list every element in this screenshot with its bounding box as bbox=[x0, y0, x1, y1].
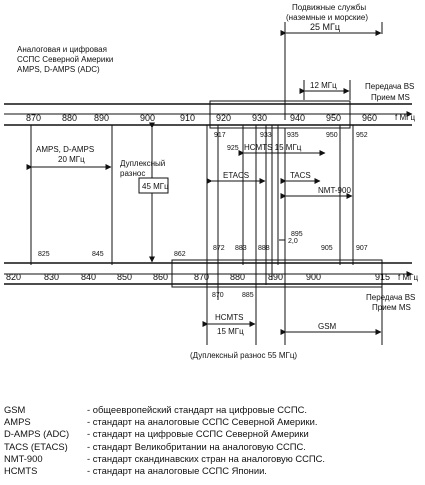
bottom-tick-840: 840 bbox=[81, 272, 96, 282]
legend-row: NMT-900 - стандарт скандинавских стран н… bbox=[4, 453, 422, 465]
mark-872: 872 bbox=[213, 245, 225, 252]
hcmts-lower-label-1: HCMTS bbox=[215, 313, 243, 322]
legend-abbr: TACS (ETACS) bbox=[4, 440, 68, 452]
ms-rx-bottom: Прием MS bbox=[372, 303, 411, 312]
bottom-frequency-scale: f МГц 820 830 840 850 860 870 880 890 90… bbox=[4, 259, 418, 288]
top-tick-910: 910 bbox=[180, 113, 195, 123]
top-tick-930: 930 bbox=[252, 113, 267, 123]
top-tick-940: 940 bbox=[290, 113, 305, 123]
mark-950: 950 bbox=[326, 132, 338, 139]
legend-row: HCMTS - стандарт на аналоговые ССПС Япон… bbox=[4, 465, 422, 477]
bottom-tick-860: 860 bbox=[153, 272, 168, 282]
bottom-tick-830: 830 bbox=[44, 272, 59, 282]
two-mhz-label: 2,0 bbox=[288, 238, 298, 245]
analog-digital-label-3: AMPS, D-AMPS (ADC) bbox=[17, 65, 100, 74]
bottom-tick-850: 850 bbox=[117, 272, 132, 282]
legend-desc: - стандарт на аналоговые ССПС Северной А… bbox=[87, 416, 318, 428]
duplex-45-box bbox=[138, 177, 169, 194]
legend-desc: - стандарт на цифровые ССПС Северной Аме… bbox=[87, 428, 309, 440]
legend-desc: - стандарт Великобритании на аналоговую … bbox=[87, 440, 306, 452]
bs-tx-bottom: Передача BS bbox=[366, 293, 415, 302]
legend-abbr: NMT-900 bbox=[4, 452, 43, 464]
analog-digital-label-1: Аналоговая и цифровая bbox=[17, 45, 107, 54]
legend-row: TACS (ETACS) - стандарт Великобритании н… bbox=[4, 441, 422, 453]
top-tick-920: 920 bbox=[216, 113, 231, 123]
legend-desc: - общеевропейский стандарт на цифровые С… bbox=[87, 404, 307, 415]
top-tick-890: 890 bbox=[94, 113, 109, 123]
mark-952: 952 bbox=[356, 132, 368, 139]
legend-abbr: GSM bbox=[4, 404, 26, 415]
bottom-tick-890: 890 bbox=[268, 272, 283, 282]
amps-label-1: AMPS, D-AMPS bbox=[36, 145, 94, 154]
bottom-tick-870: 870 bbox=[194, 272, 209, 282]
bs-tx-top: Передача BS bbox=[365, 82, 414, 91]
top-tick-870: 870 bbox=[26, 113, 41, 123]
bottom-tick-900: 900 bbox=[306, 272, 321, 282]
bottom-tick-915: 915 bbox=[375, 272, 390, 282]
duplex-label-1: Дуплексный bbox=[120, 159, 165, 168]
hcmts-upper-label: HCMTS 15 МГц bbox=[244, 143, 302, 152]
top-tick-960: 960 bbox=[362, 113, 377, 123]
legend-abbr: D-AMPS (ADC) bbox=[4, 428, 70, 440]
legend-abbr: HCMTS bbox=[4, 465, 38, 477]
duplex-label-2: разнос bbox=[120, 169, 145, 178]
mobile-services-bandwidth: 25 МГц bbox=[310, 22, 340, 32]
mark-935: 935 bbox=[287, 132, 299, 139]
nmt-label: NMT-900 bbox=[318, 186, 351, 195]
mark-907: 907 bbox=[356, 245, 368, 252]
bottom-f-mhz: f МГц bbox=[398, 273, 418, 282]
top-tick-900: 900 bbox=[140, 113, 155, 123]
bottom-tick-880: 880 bbox=[230, 272, 245, 282]
mark-895: 895 bbox=[291, 231, 303, 238]
mobile-services-label-1: Подвижные службы bbox=[292, 3, 366, 12]
legend: GSM - общеевропейский стандарт на цифров… bbox=[4, 404, 422, 477]
duplex-45-label: 45 МГц bbox=[142, 182, 169, 191]
top-tick-880: 880 bbox=[62, 113, 77, 123]
ms-rx-top: Прием MS bbox=[371, 93, 410, 102]
mark-933: 933 bbox=[260, 132, 272, 139]
legend-row: D-AMPS (ADC) - стандарт на цифровые ССПС… bbox=[4, 428, 422, 440]
tacs-label: TACS bbox=[290, 171, 311, 180]
mark-917: 917 bbox=[214, 132, 226, 139]
analog-digital-label-2: ССПС Северной Америки bbox=[17, 55, 113, 64]
duplex-55-label: (Дуплексный разнос 55 МГц) bbox=[190, 351, 297, 360]
etacs-label: ETACS bbox=[223, 171, 249, 180]
mobile-services-label-2: (наземные и морские) bbox=[286, 13, 368, 22]
bw12-label: 12 МГц bbox=[310, 81, 337, 90]
mark-870: 870 bbox=[212, 292, 224, 299]
mark-888: 888 bbox=[258, 245, 270, 252]
amps-label-2: 20 МГц bbox=[58, 155, 85, 164]
top-f-mhz: f МГц bbox=[395, 113, 415, 122]
legend-desc: - стандарт скандинавских стран на аналог… bbox=[87, 452, 326, 464]
mark-905: 905 bbox=[321, 245, 333, 252]
mark-883: 883 bbox=[235, 245, 247, 252]
legend-abbr: AMPS bbox=[4, 416, 31, 428]
mark-845: 845 bbox=[92, 251, 104, 258]
top-frequency-scale: f МГц 870 880 890 900 910 920 930 940 95… bbox=[4, 100, 415, 129]
frequency-allocation-diagram: Подвижные службы (наземные и морские) 25… bbox=[4, 3, 418, 360]
gsm-label: GSM bbox=[318, 322, 337, 331]
bottom-tick-820: 820 bbox=[6, 272, 21, 282]
legend-desc: - стандарт на аналоговые ССПС Японии. bbox=[87, 465, 267, 477]
legend-row: AMPS - стандарт на аналоговые ССПС Север… bbox=[4, 416, 422, 428]
mark-885: 885 bbox=[242, 292, 254, 299]
top-tick-950: 950 bbox=[326, 113, 341, 123]
mark-862: 862 bbox=[174, 251, 186, 258]
hcmts-lower-label-2: 15 МГц bbox=[217, 327, 244, 336]
mark-925: 925 bbox=[227, 145, 239, 152]
mark-825: 825 bbox=[38, 251, 50, 258]
legend-row: GSM - общеевропейский стандарт на цифров… bbox=[4, 404, 422, 416]
